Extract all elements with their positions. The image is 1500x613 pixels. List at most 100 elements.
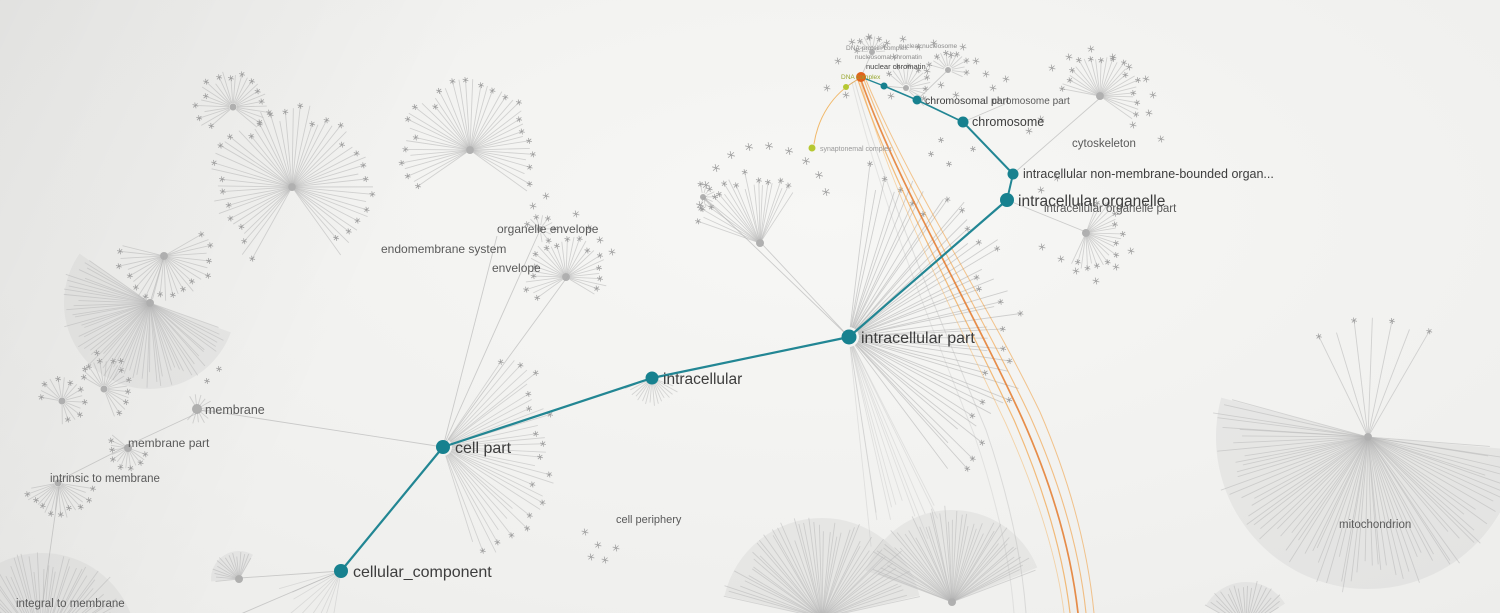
leaf-star-icon (282, 108, 289, 115)
node-label-intracellular_part[interactable]: intracellular part (861, 330, 975, 347)
term-label[interactable]: synaptonemal complex (820, 146, 892, 153)
term-label[interactable]: DNA-protein complex (846, 45, 909, 52)
term-label[interactable]: intrinsic to membrane (50, 473, 160, 485)
cluster-hub-node[interactable] (1082, 229, 1090, 237)
node-chromosome[interactable] (957, 116, 969, 128)
term-label[interactable]: mitochondrion (1339, 519, 1411, 531)
cluster-fan (1213, 397, 1500, 593)
leaf-star-icon (1006, 357, 1013, 365)
term-label[interactable]: cell periphery (616, 514, 682, 526)
leaf-star-icon (77, 386, 84, 393)
term-label[interactable]: envelope (492, 261, 541, 275)
term-label[interactable]: endomembrane system (381, 242, 506, 256)
cluster-hub-node[interactable] (58, 397, 66, 405)
node-label-intracellular_nmb_organelle[interactable]: intracellular non-membrane-bounded organ… (1023, 167, 1274, 181)
node-chromatin_hub[interactable] (880, 82, 888, 90)
node-nuclear_chromatin_selected[interactable] (856, 72, 866, 82)
leaf-star-icon (110, 358, 117, 365)
leaf-star-icon (989, 84, 997, 92)
cluster-hub-node[interactable] (1364, 433, 1372, 441)
cluster-hub-node[interactable] (229, 103, 237, 111)
cluster-hub-node[interactable] (945, 67, 951, 73)
node-dna_complex_node[interactable] (843, 84, 849, 90)
leaf-star-icon (81, 399, 88, 406)
leaf-star-icon (360, 162, 367, 169)
term-label[interactable]: nuclear nucleosome (899, 43, 958, 50)
node-intracellular_organelle[interactable] (1000, 193, 1014, 207)
leaf-star-icon (96, 358, 103, 365)
cluster-fan (523, 235, 607, 301)
leaf-star-icon (529, 481, 536, 488)
node-intracellular_part[interactable] (841, 329, 857, 345)
node-label-chromosome[interactable]: chromosome (972, 115, 1044, 129)
cluster-hub-node[interactable] (537, 226, 543, 232)
leaf-star-icon (1065, 53, 1073, 61)
term-label[interactable]: nucleosomal chromatin (855, 54, 922, 61)
term-label[interactable]: cytoskeleton (1072, 138, 1136, 150)
cluster-hub-node[interactable] (466, 146, 474, 154)
leaf-star-icon (524, 221, 531, 228)
term-label[interactable]: DNA complex (841, 74, 881, 81)
cluster-hub-node[interactable] (124, 444, 132, 452)
leaf-star-icon (82, 365, 88, 373)
leaf-star-icon (142, 451, 149, 458)
term-label[interactable]: intracellular organelle part (1044, 203, 1177, 215)
leaf-star-icon (1315, 333, 1322, 340)
leaf-star-icon (411, 104, 418, 111)
leaf-star-icon (894, 63, 901, 70)
node-intracellular[interactable] (645, 371, 659, 385)
graph-edge (761, 243, 850, 338)
cluster-hub-node[interactable] (948, 598, 956, 606)
term-label[interactable]: chromosome part (992, 96, 1070, 107)
leaf-star-icon (572, 210, 580, 218)
leaf-star-icon (1087, 56, 1094, 63)
cluster-hub-node[interactable] (100, 385, 108, 393)
leaf-star-icon (219, 188, 226, 195)
leaf-star-icon (404, 116, 411, 123)
cluster-hub-node[interactable] (288, 183, 296, 191)
cluster-hub-node[interactable] (562, 273, 570, 281)
cluster-hub-node[interactable] (700, 194, 706, 200)
node-cell_part[interactable] (436, 440, 450, 454)
cluster-fan (695, 169, 794, 243)
node-cellular_component[interactable] (334, 564, 348, 578)
node-label-cellular_component[interactable]: cellular_component (353, 564, 492, 581)
layer-clusters (0, 34, 1500, 613)
term-label[interactable]: membrane part (128, 436, 210, 450)
node-complex_node_2[interactable] (808, 144, 816, 152)
graph-edge (962, 103, 1006, 123)
leaf-star-icon (345, 228, 352, 235)
cluster-hub-node[interactable] (903, 85, 909, 91)
leaf-star-icon (1149, 91, 1157, 99)
cluster-hub-node[interactable] (54, 479, 62, 487)
node-intracellular_nmb_organelle[interactable] (1007, 168, 1019, 180)
leaf-star-icon (86, 497, 93, 504)
term-label[interactable]: integral to membrane (16, 598, 125, 610)
node-label-intracellular[interactable]: intracellular (663, 371, 742, 388)
node-label-chromosomal_part[interactable]: chromosomal part (925, 95, 1009, 107)
leaf-star-icon (539, 440, 546, 447)
node-label-cell_part[interactable]: cell part (455, 440, 512, 457)
leaf-star-icon (125, 376, 132, 383)
leaf-star-icon (933, 53, 940, 60)
cluster-fan (1071, 200, 1126, 272)
term-label[interactable]: nuclear chromatin (866, 62, 926, 71)
cluster-hub-node[interactable] (160, 252, 168, 260)
cluster-hub-node[interactable] (869, 49, 875, 55)
cluster-hub-node[interactable] (192, 404, 202, 414)
cluster-hub-node[interactable] (756, 239, 764, 247)
node-label-intracellular_organelle[interactable]: intracellular organelle (1018, 193, 1165, 210)
cluster-hub-node[interactable] (146, 299, 154, 307)
leaf-star-icon (1157, 135, 1165, 143)
node-chromosomal_part[interactable] (912, 95, 922, 105)
leaf-star-icon (982, 369, 989, 376)
term-label[interactable]: organelle envelope (497, 222, 599, 236)
term-label[interactable]: membrane (205, 403, 265, 417)
cluster-hub-node[interactable] (235, 575, 243, 583)
leaf-star-icon (258, 98, 265, 105)
leaf-star-icon (1098, 57, 1105, 64)
leaf-star-icon (517, 362, 524, 369)
cluster-hub-node[interactable] (1096, 92, 1104, 100)
